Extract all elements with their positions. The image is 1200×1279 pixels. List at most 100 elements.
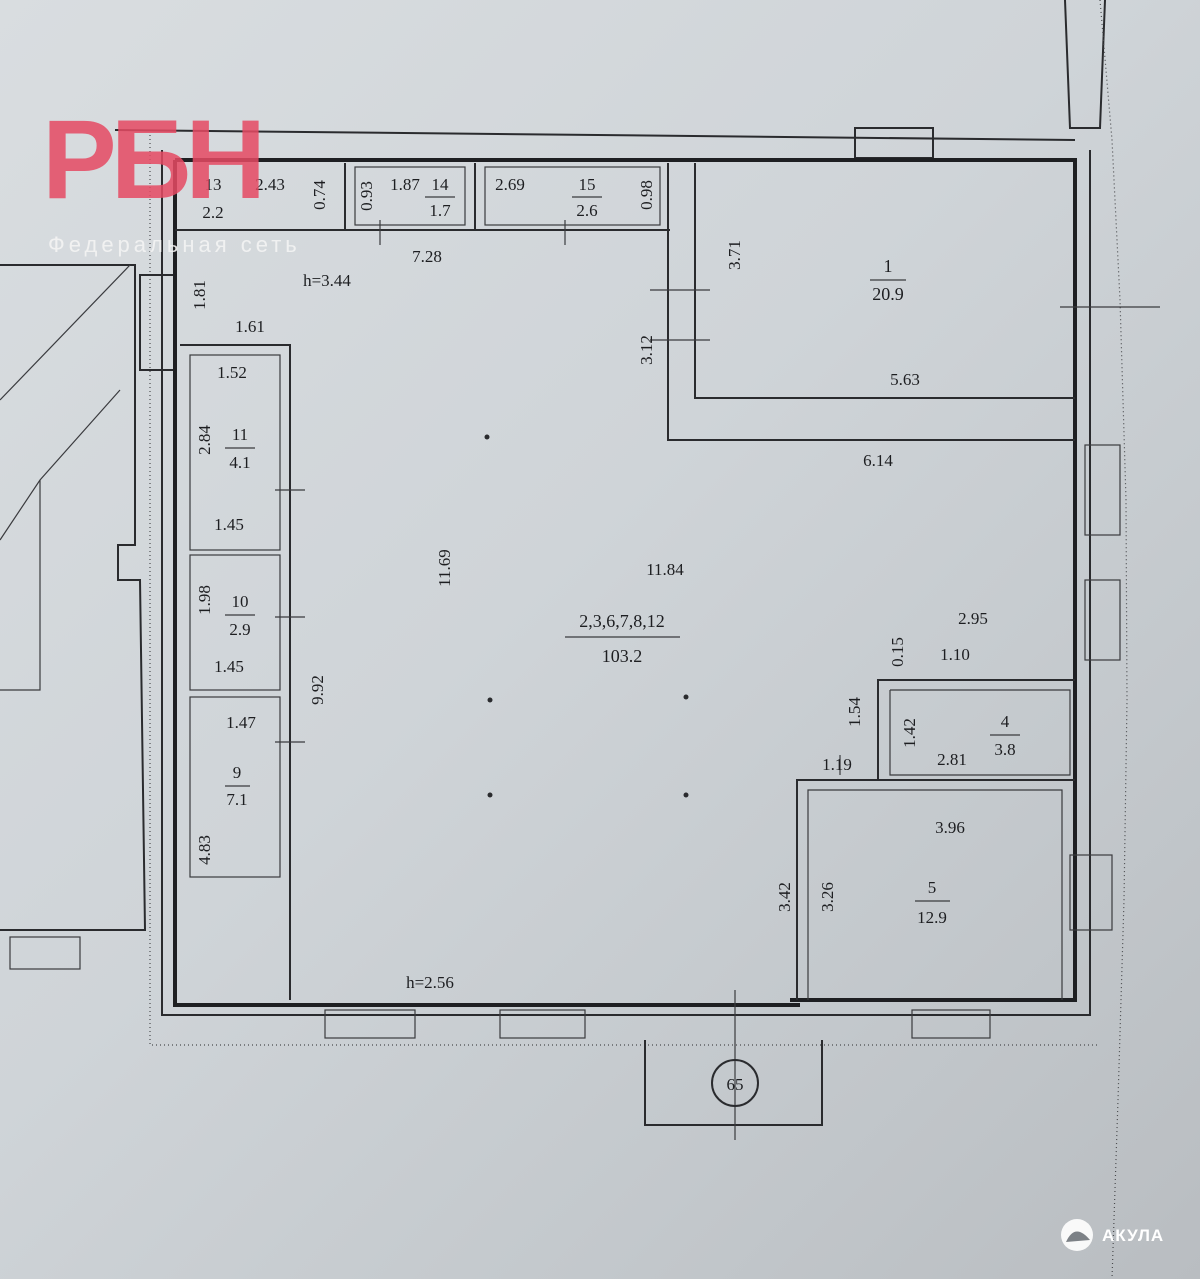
room11-box bbox=[189, 354, 281, 551]
room5-top-wall bbox=[796, 779, 1075, 1000]
dimension-labels: 7.28 h=3.44 1.81 1.61 2.43 0.74 0.93 1.8… bbox=[190, 175, 988, 1107]
shark-fin-icon bbox=[1066, 1231, 1090, 1242]
room-10-area: 2.9 bbox=[229, 620, 250, 639]
room-11-area: 4.1 bbox=[229, 453, 250, 472]
left-column-wall bbox=[180, 344, 291, 1000]
dim-1-42: 1.42 bbox=[900, 718, 919, 748]
top-right-neighbor-outline bbox=[1064, 0, 1106, 129]
dim-0-93: 0.93 bbox=[357, 181, 376, 211]
entrance-circle bbox=[711, 1059, 759, 1107]
window-bottom-2 bbox=[499, 1009, 586, 1039]
dim-0-98: 0.98 bbox=[637, 180, 656, 210]
dim-h-3-44: h=3.44 bbox=[303, 271, 351, 290]
dim-3-71: 3.71 bbox=[725, 240, 744, 270]
top-outer-line bbox=[114, 129, 1076, 141]
window-bottom-1 bbox=[324, 1009, 416, 1039]
closet-14-inner bbox=[354, 166, 466, 226]
entrance-porch bbox=[644, 1040, 823, 1126]
akula-brand: АКУЛА bbox=[1102, 1226, 1164, 1245]
dim-1-47: 1.47 bbox=[226, 713, 256, 732]
room-14-area: 1.7 bbox=[429, 201, 451, 220]
left-window bbox=[9, 936, 81, 970]
dim-1-19: 1.19 bbox=[822, 755, 852, 774]
dim-1-87: 1.87 bbox=[390, 175, 420, 194]
rbn-logo: РБН bbox=[42, 97, 260, 222]
room-labels: 1 20.9 2,3,6,7,8,12 103.2 4 3.8 5 12.9 9… bbox=[202, 175, 1020, 927]
rbn-subtitle: Федеральная сеть bbox=[48, 232, 301, 257]
room-10-number: 10 bbox=[232, 592, 249, 611]
room-13-number: 13 bbox=[205, 175, 222, 194]
room-4-number: 4 bbox=[1001, 712, 1010, 731]
dim-0-74: 0.74 bbox=[310, 180, 329, 210]
room5-inner bbox=[807, 789, 1063, 1000]
room9-box bbox=[189, 696, 281, 878]
dim-3-96: 3.96 bbox=[935, 818, 965, 837]
dim-11-69: 11.69 bbox=[435, 549, 454, 587]
room10-box bbox=[189, 554, 281, 691]
room-13-area: 2.2 bbox=[202, 203, 223, 222]
window-right-3 bbox=[1069, 854, 1113, 931]
dim-11-84: 11.84 bbox=[646, 560, 684, 579]
room4-inner bbox=[889, 689, 1071, 776]
left-vent-block bbox=[139, 274, 176, 371]
column-markers bbox=[484, 434, 689, 798]
dim-2-81: 2.81 bbox=[937, 750, 967, 769]
right-dotted-boundary bbox=[1099, 0, 1128, 1279]
room-1-number: 1 bbox=[884, 256, 893, 276]
room1-inner-wall bbox=[694, 163, 1075, 399]
room-1-area: 20.9 bbox=[872, 284, 904, 304]
outer-dotted-perimeter bbox=[149, 135, 1100, 1046]
dim-3-26: 3.26 bbox=[818, 882, 837, 912]
left-neighbor-room bbox=[0, 264, 147, 931]
dim-1-10: 1.10 bbox=[940, 645, 970, 664]
room4-top-wall bbox=[877, 679, 1075, 780]
window-right-1 bbox=[1084, 444, 1121, 536]
room-15-area: 2.6 bbox=[576, 201, 597, 220]
dim-1-54: 1.54 bbox=[845, 697, 864, 727]
top-vent-block bbox=[854, 127, 934, 159]
akula-badge: АКУЛА bbox=[1061, 1219, 1164, 1251]
dim-65: 65 bbox=[727, 1075, 744, 1094]
left-diagonal-b bbox=[0, 389, 121, 541]
dim-3-42: 3.42 bbox=[775, 882, 794, 912]
dim-4-83: 4.83 bbox=[195, 835, 214, 865]
partitions bbox=[175, 163, 1075, 1000]
closet-15-inner bbox=[484, 166, 661, 226]
dim-7-28: 7.28 bbox=[412, 247, 442, 266]
room1-outer-wall bbox=[667, 163, 1075, 441]
left-diagonal-a bbox=[0, 264, 131, 401]
context-lines bbox=[0, 0, 1128, 1279]
outer-walls bbox=[161, 150, 1121, 1126]
dim-2-43: 2.43 bbox=[255, 175, 285, 194]
left-inner-line bbox=[0, 480, 41, 691]
room-9-number: 9 bbox=[233, 763, 242, 782]
dimension-ticks bbox=[275, 220, 1160, 1140]
dim-9-92: 9.92 bbox=[308, 675, 327, 705]
dim-1-98: 1.98 bbox=[195, 585, 214, 615]
dim-1-45-b: 1.45 bbox=[214, 657, 244, 676]
dim-1-81: 1.81 bbox=[190, 280, 209, 310]
dim-6-14: 6.14 bbox=[863, 451, 893, 470]
dim-h-2-56: h=2.56 bbox=[406, 973, 454, 992]
room-5-number: 5 bbox=[928, 878, 937, 897]
rbn-watermark: РБН Федеральная сеть bbox=[42, 97, 301, 257]
room-4-area: 3.8 bbox=[994, 740, 1015, 759]
room-5-area: 12.9 bbox=[917, 908, 947, 927]
room-14-number: 14 bbox=[432, 175, 450, 194]
room-9-area: 7.1 bbox=[226, 790, 247, 809]
dim-2-69: 2.69 bbox=[495, 175, 525, 194]
room-main-area: 103.2 bbox=[602, 646, 643, 666]
room-11-number: 11 bbox=[232, 425, 248, 444]
room-main-number: 2,3,6,7,8,12 bbox=[579, 611, 665, 631]
room-15-number: 15 bbox=[579, 175, 596, 194]
window-right-2 bbox=[1084, 579, 1121, 661]
dim-2-95: 2.95 bbox=[958, 609, 988, 628]
dim-2-84: 2.84 bbox=[195, 425, 214, 455]
dim-3-12: 3.12 bbox=[637, 335, 656, 365]
dim-5-63: 5.63 bbox=[890, 370, 920, 389]
outer-wall-top-right bbox=[175, 158, 1077, 1002]
dim-1-45-a: 1.45 bbox=[214, 515, 244, 534]
outer-wall-shell bbox=[161, 150, 1091, 1016]
window-bottom-3 bbox=[911, 1009, 991, 1039]
